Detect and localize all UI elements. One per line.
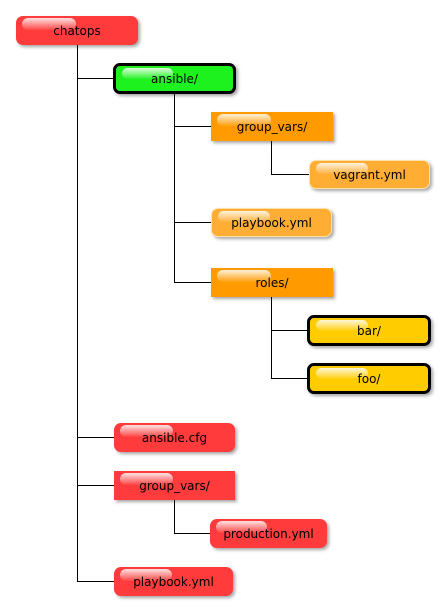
node-chatops[interactable]: chatops [16, 16, 138, 45]
node-ansible-group-vars-dir[interactable]: group_vars/ [211, 112, 333, 141]
node-ansible-dir[interactable]: ansible/ [113, 63, 236, 94]
connector-to-roles-dir [174, 282, 211, 283]
node-vagrant-yml[interactable]: vagrant.yml [309, 160, 430, 189]
connector-to-ansible-dir [77, 78, 114, 79]
connector-chatops-trunk [77, 45, 78, 582]
connector-to-ansible-cfg [77, 437, 114, 438]
connector-to-playbook-yml [77, 581, 114, 582]
node-label: playbook.yml [133, 574, 214, 589]
connector-to-group-vars-dir [77, 485, 114, 486]
node-foo-dir[interactable]: foo/ [307, 363, 431, 394]
node-label: playbook.yml [231, 215, 312, 230]
node-label: ansible.cfg [141, 430, 208, 445]
node-production-yml[interactable]: production.yml [210, 519, 327, 548]
connector-to-vagrant-yml [271, 174, 309, 175]
connector-to-foo-dir [271, 378, 307, 379]
node-group-vars-dir[interactable]: group_vars/ [114, 471, 235, 500]
node-label: bar/ [357, 323, 381, 338]
node-playbook-yml[interactable]: playbook.yml [114, 567, 233, 596]
connector-to-ansible-playbook [174, 222, 211, 223]
node-roles-dir[interactable]: roles/ [211, 268, 333, 297]
connector-to-bar-dir [271, 330, 307, 331]
node-label: vagrant.yml [333, 167, 406, 182]
node-label: group_vars/ [139, 478, 210, 493]
node-label: group_vars/ [236, 119, 308, 134]
connector-ansible-trunk [174, 94, 175, 283]
node-label: chatops [53, 23, 101, 38]
node-label: foo/ [357, 371, 381, 386]
connector-ansible-group-vars-trunk [271, 141, 272, 175]
connector-to-ansible-group-vars [174, 126, 211, 127]
connector-to-production-yml [174, 533, 210, 534]
node-bar-dir[interactable]: bar/ [307, 315, 431, 346]
connector-group-vars-trunk [174, 500, 175, 534]
node-label: roles/ [255, 275, 289, 290]
node-ansible-playbook-yml[interactable]: playbook.yml [211, 208, 332, 237]
node-label: ansible/ [151, 71, 198, 86]
node-ansible-cfg[interactable]: ansible.cfg [114, 423, 235, 452]
connector-roles-trunk [271, 297, 272, 378]
node-label: production.yml [223, 526, 314, 541]
